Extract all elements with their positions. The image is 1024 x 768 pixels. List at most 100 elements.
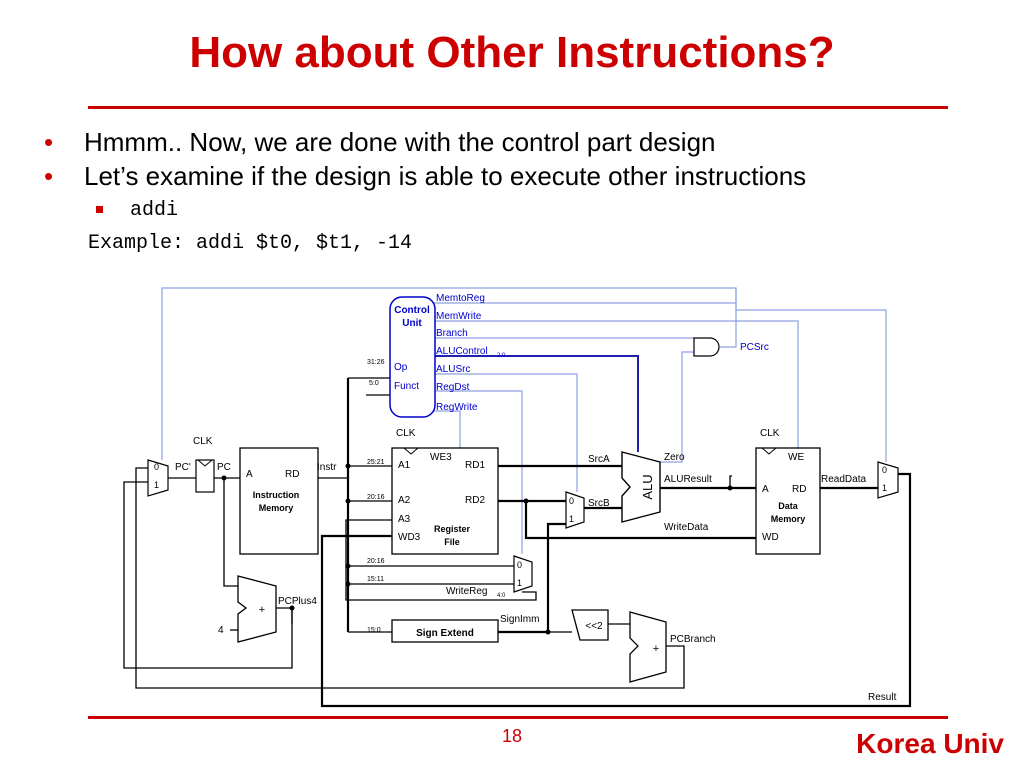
svg-text:1: 1 xyxy=(517,578,522,588)
signal-regwrite: RegWrite xyxy=(436,402,478,413)
field-imm-label: 15:0 xyxy=(367,627,381,634)
svg-text:0: 0 xyxy=(517,560,522,570)
svg-text:A1: A1 xyxy=(398,460,411,471)
svg-text:Data: Data xyxy=(778,501,799,511)
srcb-mux xyxy=(565,491,585,529)
readdata-label: ReadData xyxy=(821,474,866,485)
svg-text:WD3: WD3 xyxy=(398,532,421,543)
instruction-memory xyxy=(239,447,319,555)
alu-label: ALU xyxy=(640,474,655,499)
pcbranch-adder xyxy=(629,611,667,683)
field-funct-label: 5:0 xyxy=(369,380,379,387)
control-op-label: Op xyxy=(394,362,408,373)
sign-extend xyxy=(391,619,499,643)
svg-text:Sign Extend: Sign Extend xyxy=(416,628,474,639)
pcplus4-adder xyxy=(237,575,277,643)
srcb-label: SrcB xyxy=(588,498,610,509)
signal-memwrite: MemWrite xyxy=(436,311,482,322)
svg-text:WD: WD xyxy=(762,532,779,543)
pc-clk-triangle xyxy=(197,459,213,467)
regfile-clk-label: CLK xyxy=(396,428,416,439)
pcsrc-label: PCSrc xyxy=(740,342,769,353)
svg-text:Memory: Memory xyxy=(259,503,294,513)
footer-divider xyxy=(88,716,948,719)
pc-prime-label: PC' xyxy=(175,462,191,473)
datamem-clk-label: CLK xyxy=(760,428,780,439)
writereg-label: WriteReg xyxy=(446,586,488,597)
register-file xyxy=(391,447,499,555)
pc-label: PC xyxy=(217,462,231,473)
control-unit-title: Unit xyxy=(402,318,422,329)
signimm-label: SignImm xyxy=(500,614,539,625)
pc-mux-1: 1 xyxy=(154,480,159,490)
data-wires xyxy=(123,377,912,708)
svg-text:WE3: WE3 xyxy=(430,452,452,463)
svg-text:<<2: <<2 xyxy=(585,621,603,632)
brand-logo-text: Korea Univ xyxy=(856,728,1004,759)
signal-memtoreg: MemtoReg xyxy=(436,293,485,304)
control-funct-label: Funct xyxy=(394,381,419,392)
pcbranch-label: PCBranch xyxy=(670,634,716,645)
field-rd-label: 15:11 xyxy=(367,576,384,583)
writedata-label: WriteData xyxy=(664,522,709,533)
slide-title: How about Other Instructions? xyxy=(189,28,835,77)
svg-text:4:0: 4:0 xyxy=(497,593,506,599)
pc-mux xyxy=(147,459,169,497)
pc-register xyxy=(195,459,215,493)
control-unit-title: Control xyxy=(394,305,430,316)
bullet-dot-icon: • xyxy=(44,127,54,157)
square-bullet-icon xyxy=(96,206,103,213)
signal-branch: Branch xyxy=(436,328,468,339)
writereg-mux xyxy=(513,555,533,593)
signal-alucontrol: ALUControl xyxy=(436,346,488,357)
junction-dots xyxy=(221,463,733,635)
constant-four: 4 xyxy=(218,625,224,636)
alucontrol-wire xyxy=(433,355,639,452)
svg-text:Memory: Memory xyxy=(771,514,806,524)
result-mux xyxy=(877,461,899,499)
svg-text:0: 0 xyxy=(882,465,887,475)
svg-text:A: A xyxy=(246,469,253,480)
svg-text:+: + xyxy=(653,643,659,655)
svg-text:RD: RD xyxy=(285,469,299,480)
and-gate xyxy=(693,337,720,357)
field-rs-label: 25:21 xyxy=(367,459,385,466)
aluresult-label: ALUResult xyxy=(664,474,712,485)
page-number: 18 xyxy=(501,726,523,746)
field-rt2-label: 20:16 xyxy=(367,558,385,565)
svg-text:WE: WE xyxy=(788,452,804,463)
svg-text:A3: A3 xyxy=(398,514,411,525)
svg-text:Register: Register xyxy=(434,524,471,534)
svg-text:RD: RD xyxy=(792,484,806,495)
svg-text:File: File xyxy=(444,537,460,547)
zero-label: Zero xyxy=(664,452,685,463)
instr-label: Instr xyxy=(317,462,337,473)
svg-text:+: + xyxy=(259,604,265,616)
srca-label: SrcA xyxy=(588,454,610,465)
svg-text:1: 1 xyxy=(882,483,887,493)
pc-clk-label: CLK xyxy=(193,436,213,447)
alu xyxy=(621,451,661,523)
signal-alucontrol-subscript: 2:0 xyxy=(497,353,506,359)
result-label: Result xyxy=(868,692,897,703)
signal-regdst: RegDst xyxy=(436,382,470,393)
signal-alusrc: ALUSrc xyxy=(436,364,470,375)
pc-mux-0: 0 xyxy=(154,462,159,472)
svg-text:1: 1 xyxy=(569,514,574,524)
example-line: Example: addi $t0, $t1, -14 xyxy=(88,232,413,255)
bullet-dot-icon: • xyxy=(44,161,54,191)
svg-text:Instruction: Instruction xyxy=(253,490,300,500)
title-divider xyxy=(88,106,948,109)
field-rt-label: 20:16 xyxy=(367,494,385,501)
svg-text:RD2: RD2 xyxy=(465,495,485,506)
control-unit-box xyxy=(389,296,436,418)
svg-text:A: A xyxy=(762,484,769,495)
svg-text:RD1: RD1 xyxy=(465,460,485,471)
field-op-label: 31:26 xyxy=(367,359,385,366)
shift-left-2 xyxy=(571,609,609,641)
data-memory xyxy=(755,447,821,555)
pcplus4-label: PCPlus4 xyxy=(278,596,317,607)
svg-text:0: 0 xyxy=(569,496,574,506)
svg-text:A2: A2 xyxy=(398,495,411,506)
